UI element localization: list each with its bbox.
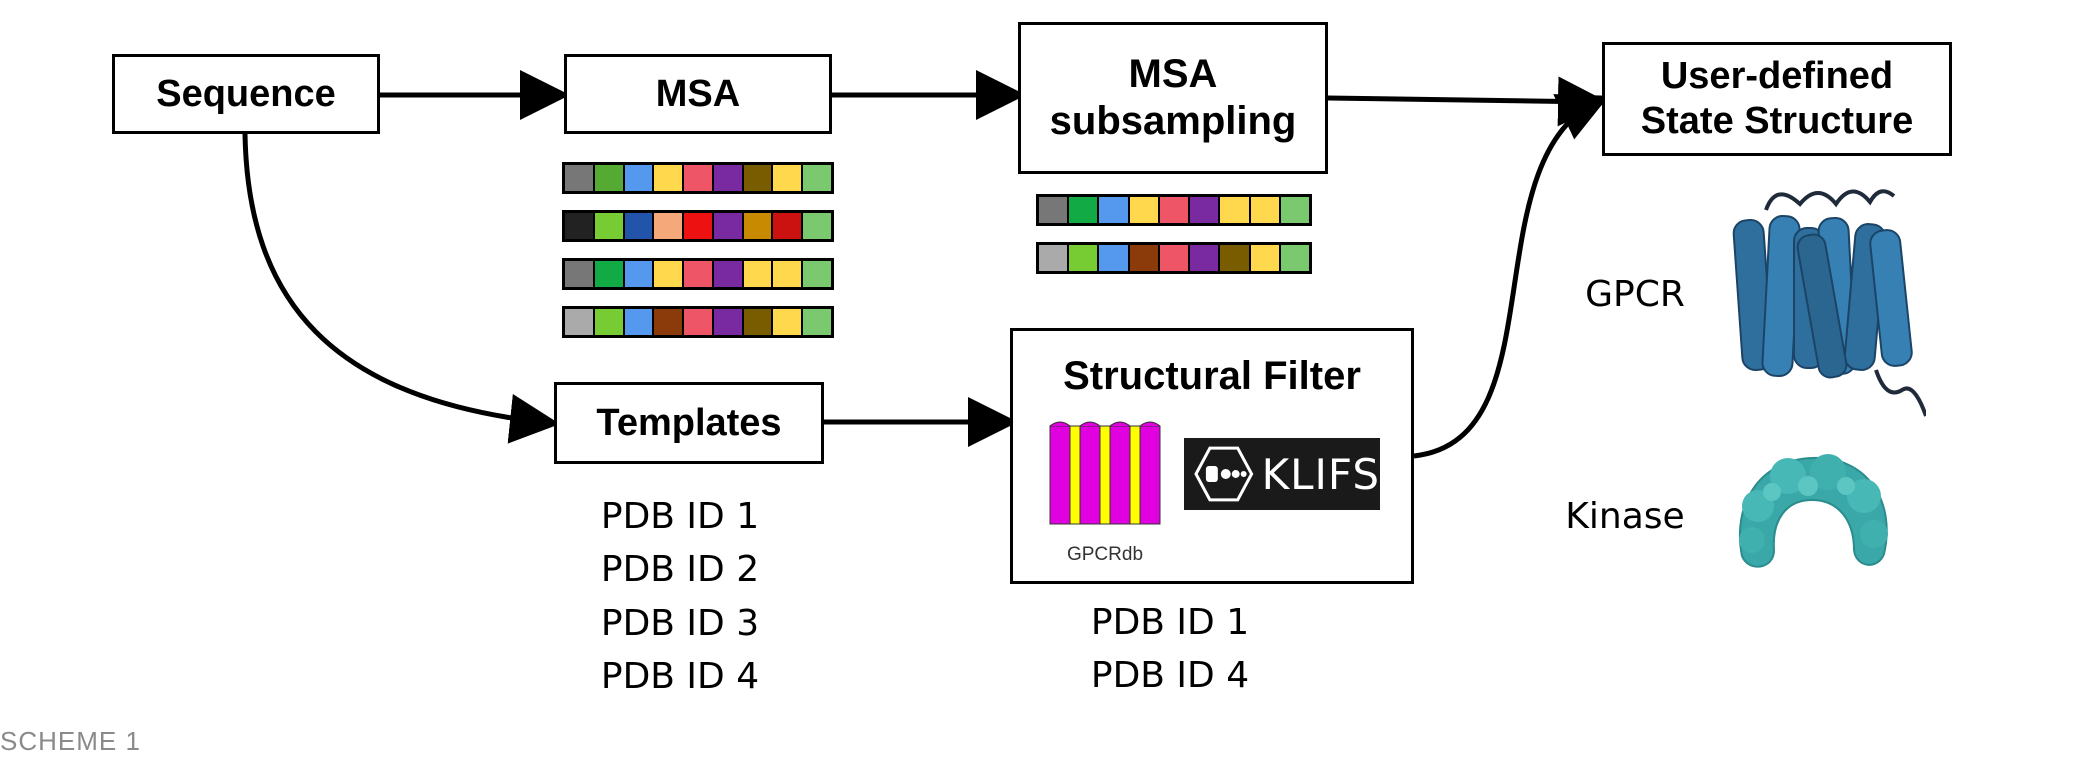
residue-cell (773, 213, 804, 239)
template-pdb-id-2: PDB ID 2 (600, 549, 760, 590)
residue-cell (1159, 245, 1191, 271)
template-pdb-id-4: PDB ID 4 (600, 656, 760, 697)
residue-cell (684, 261, 714, 287)
arrow-sequence-to-templates (242, 133, 560, 444)
kinase-label: Kinase (1565, 496, 1685, 537)
msa-label: MSA (655, 72, 741, 115)
gpcr-label: GPCR (1585, 274, 1685, 315)
sequence-box: Sequence (112, 54, 380, 134)
template-pdb-id-3: PDB ID 3 (600, 603, 760, 644)
msa-subsampling-label-1: MSA (1128, 51, 1218, 96)
residue-cell (654, 213, 685, 239)
residue-cell (803, 309, 832, 335)
residue-cell (713, 309, 744, 335)
residue-cell (624, 261, 655, 287)
templates-box: Templates (554, 382, 824, 464)
residue-cell (1069, 197, 1100, 223)
workflow-diagram: Sequence MSA MSA subsampling User-define… (0, 22, 1952, 756)
residue-cell (565, 213, 595, 239)
template-pdb-id-1: PDB ID 1 (600, 496, 760, 537)
residue-cell (594, 165, 625, 191)
msa-row-1 (562, 162, 834, 194)
residue-cell (565, 165, 595, 191)
gpcrdb-logo-icon: GPCRdb (1048, 416, 1162, 570)
residue-cell (1280, 245, 1309, 271)
output-label-1: User-defined (1660, 55, 1894, 98)
msa-subsampling-box: MSA subsampling (1018, 22, 1328, 174)
residue-cell (654, 261, 685, 287)
residue-cell (1039, 245, 1070, 271)
residue-cell (1129, 245, 1160, 271)
subsampled-row-2 (1036, 242, 1312, 274)
residue-cell (1280, 197, 1309, 223)
arrow-subsampling-to-output (1327, 76, 1608, 127)
user-defined-state-box: User-defined State Structure (1602, 42, 1952, 156)
residue-cell (1099, 197, 1130, 223)
residue-cell (713, 213, 744, 239)
residue-cell (1220, 245, 1251, 271)
msa-row-3 (562, 258, 834, 290)
residue-cell (773, 309, 804, 335)
residue-cell (684, 165, 714, 191)
residue-cell (624, 165, 655, 191)
klifs-logo-icon: KLIFS (1184, 438, 1380, 510)
kinase-structure-icon (1738, 454, 1888, 568)
residue-cell (803, 165, 832, 191)
sequence-label: Sequence (156, 72, 336, 115)
filtered-pdb-id-2: PDB ID 4 (1090, 655, 1250, 696)
msa-row-2 (562, 210, 834, 242)
gpcr-structure-icon (1732, 189, 1926, 417)
subsampled-row-1 (1036, 194, 1312, 226)
connector-arrows (242, 70, 1610, 459)
msa-row-4 (562, 306, 834, 338)
residue-cell (594, 261, 625, 287)
residue-cell (624, 213, 655, 239)
residue-cell (624, 309, 655, 335)
residue-cell (1159, 197, 1191, 223)
msa-box: MSA (564, 54, 832, 134)
msa-subsampling-label-2: subsampling (1049, 99, 1297, 143)
output-label-2: State Structure (1640, 100, 1914, 142)
residue-cell (743, 165, 774, 191)
arrow-filter-to-output (1413, 94, 1610, 459)
residue-cell (1069, 245, 1100, 271)
residue-cell (1220, 197, 1251, 223)
residue-cell (654, 165, 685, 191)
gpcrdb-logo-label: GPCRdb (1066, 544, 1144, 565)
residue-cell (743, 309, 774, 335)
residue-cell (743, 261, 774, 287)
klifs-logo-label: KLIFS (1261, 449, 1380, 499)
residue-cell (1190, 245, 1221, 271)
structural-filter-label: Structural Filter (1063, 354, 1361, 398)
residue-cell (1250, 245, 1281, 271)
residue-cell (1190, 197, 1221, 223)
residue-cell (1129, 197, 1160, 223)
residue-cell (803, 213, 832, 239)
residue-cell (1039, 197, 1070, 223)
residue-cell (773, 165, 804, 191)
residue-cell (773, 261, 804, 287)
residue-cell (594, 309, 625, 335)
residue-cell (713, 261, 744, 287)
residue-cell (594, 213, 625, 239)
residue-cell (743, 213, 774, 239)
residue-cell (1250, 197, 1281, 223)
filtered-pdb-id-1: PDB ID 1 (1090, 602, 1250, 643)
residue-cell (1099, 245, 1130, 271)
residue-cell (713, 165, 744, 191)
scheme-caption: SCHEME 1 (0, 726, 141, 756)
residue-cell (684, 213, 714, 239)
templates-label: Templates (596, 401, 782, 444)
residue-cell (565, 309, 595, 335)
residue-cell (803, 261, 832, 287)
residue-cell (684, 309, 714, 335)
residue-cell (654, 309, 685, 335)
residue-cell (565, 261, 595, 287)
